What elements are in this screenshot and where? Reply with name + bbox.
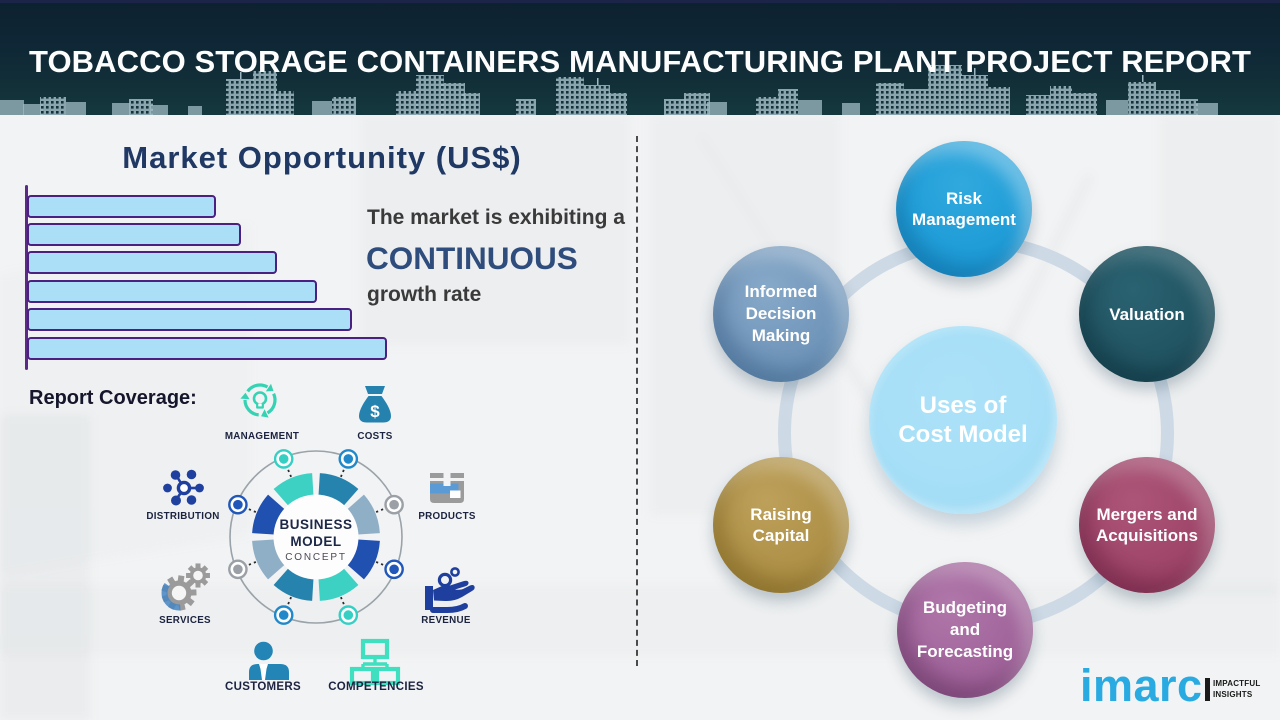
svg-text:MODEL: MODEL [290,534,341,549]
svg-text:BUSINESS: BUSINESS [279,517,352,532]
svg-text:CONCEPT: CONCEPT [285,552,347,563]
svg-text:$: $ [370,402,380,421]
